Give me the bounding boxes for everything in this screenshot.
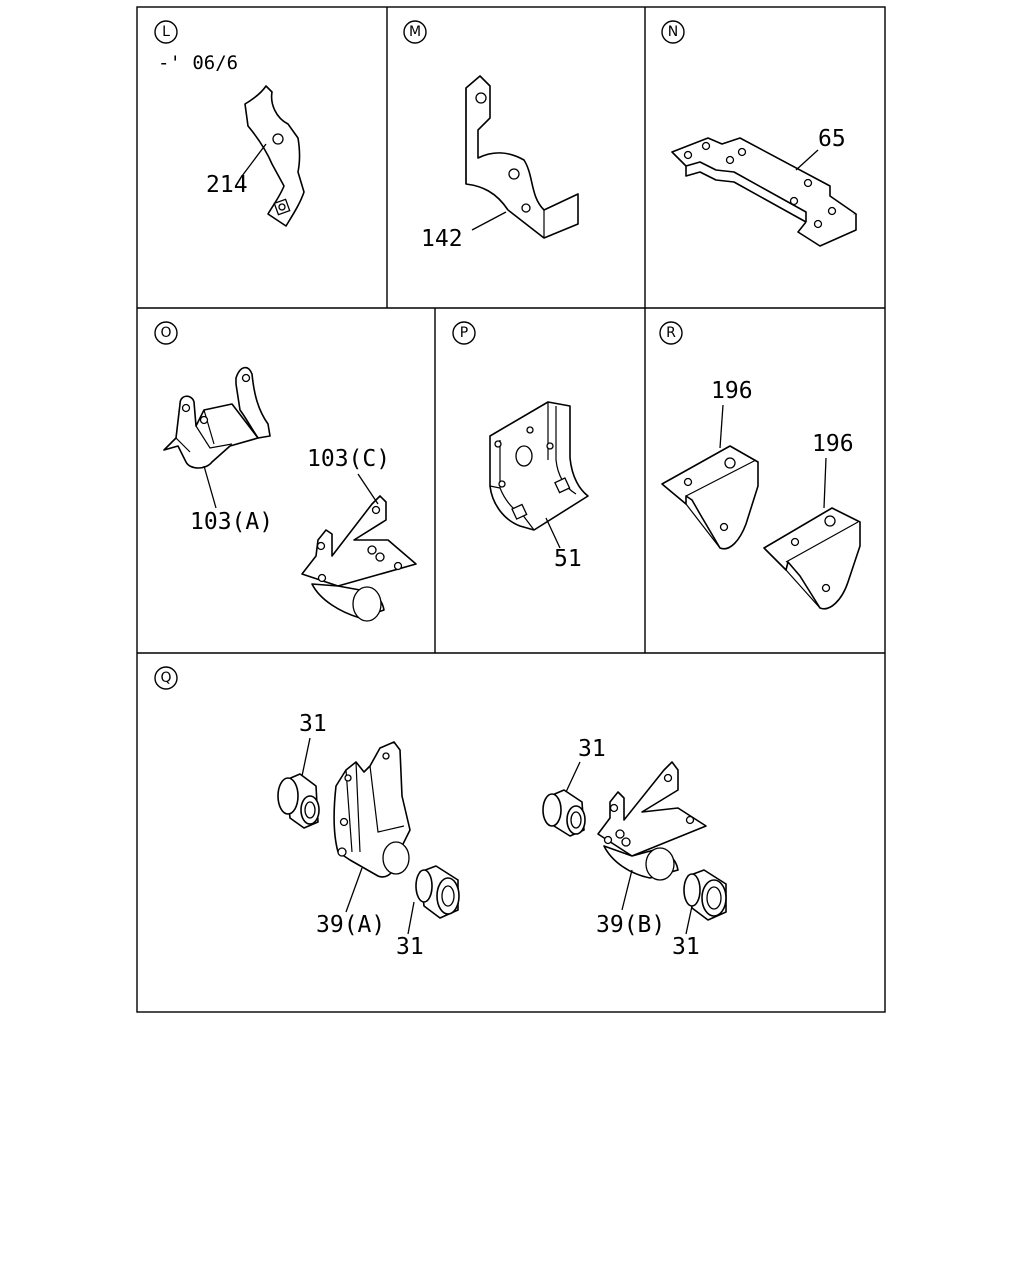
panel-l-marker: [154, 20, 178, 44]
panel-o-letter: O: [160, 325, 171, 341]
bracket-65: [671, 137, 857, 247]
part-label-31-a2: 31: [396, 934, 424, 960]
panel-r-letter: R: [666, 325, 676, 341]
panel-q-marker: [154, 666, 178, 690]
bracket-142: [465, 75, 579, 239]
leader-51: [545, 517, 561, 549]
panel-m: M 142: [403, 20, 579, 252]
panel-m-marker: [403, 20, 427, 44]
bushing-31-left-upper: [277, 773, 320, 829]
panel-p-letter: P: [460, 325, 468, 341]
panel-r-marker: [659, 321, 683, 345]
leader-142: [471, 211, 507, 231]
leader-39b: [621, 869, 633, 911]
leader-31-b2: [685, 905, 693, 935]
panel-q-letter: Q: [160, 670, 171, 686]
panel-l-note: -' 06/6: [158, 52, 238, 74]
part-label-142: 142: [421, 226, 463, 252]
panel-p: P 51: [452, 321, 589, 572]
panel-o-marker: [154, 321, 178, 345]
panel-p-marker: [452, 321, 476, 345]
part-label-65: 65: [818, 126, 846, 152]
bracket-103c: [301, 495, 417, 622]
bracket-214: [244, 85, 305, 227]
bushing-31-left-lower: [415, 865, 460, 919]
part-label-196-left: 196: [711, 378, 753, 404]
panel-frames: [136, 6, 886, 1013]
leader-103a: [203, 465, 217, 509]
part-label-214: 214: [206, 172, 248, 198]
leader-214: [241, 143, 267, 177]
part-label-103c: 103(C): [307, 446, 390, 472]
part-label-31-b2: 31: [672, 934, 700, 960]
bracket-196-left: [661, 445, 759, 550]
panel-l-letter: L: [162, 24, 170, 40]
bushing-31-right-lower: [683, 869, 727, 921]
bracket-196-right: [763, 507, 861, 610]
part-label-103a: 103(A): [190, 509, 273, 535]
panel-r: R 196 196: [659, 321, 861, 610]
leader-196-left: [719, 404, 724, 449]
part-label-31-b1: 31: [578, 736, 606, 762]
bracket-51: [489, 401, 589, 531]
leader-65: [795, 149, 819, 171]
panel-m-letter: M: [409, 24, 421, 40]
part-label-51: 51: [554, 546, 582, 572]
part-label-196-right: 196: [812, 431, 854, 457]
part-label-31-a1: 31: [299, 711, 327, 737]
leader-196-right: [823, 457, 827, 509]
panel-o: O 103(A) 103(C): [154, 321, 417, 622]
bushing-31-right-upper: [542, 789, 586, 837]
panel-l: L -' 06/6 214: [154, 20, 305, 227]
part-label-39a: 39(A): [316, 912, 385, 938]
panel-q: Q 31 39(A) 31: [154, 666, 727, 960]
leader-31-a1: [301, 737, 311, 777]
bracket-39a: [333, 741, 411, 878]
bracket-103a: [163, 366, 271, 469]
panel-n-marker: [661, 20, 685, 44]
leader-31-b1: [565, 761, 581, 793]
leader-103c: [357, 473, 379, 505]
panel-n: N 65: [661, 20, 857, 247]
part-label-39b: 39(B): [596, 912, 665, 938]
bracket-39b: [597, 761, 707, 881]
panel-n-letter: N: [668, 24, 678, 40]
leader-31-a2: [407, 901, 415, 935]
leader-39a: [345, 867, 363, 913]
